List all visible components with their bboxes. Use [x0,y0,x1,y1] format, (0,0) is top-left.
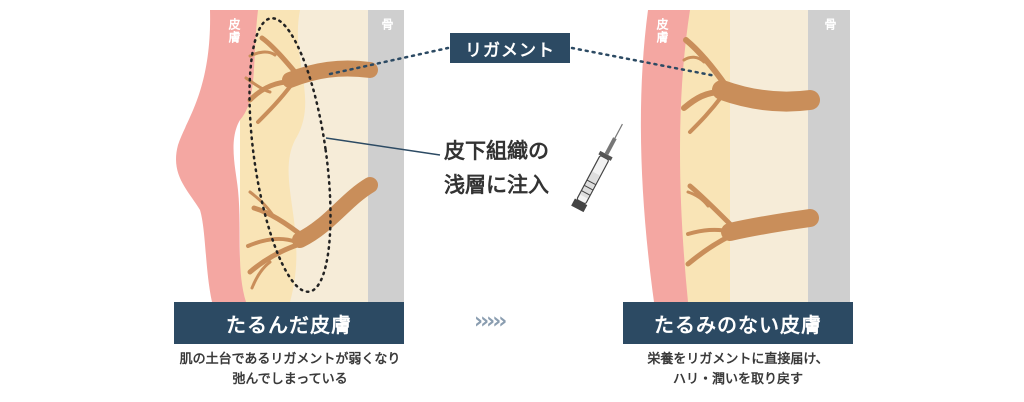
injection-callout-line1: 皮下組織の [444,139,549,163]
ligament-leader-right [570,46,718,78]
left-skin-layer [176,10,258,302]
progress-chevrons: ››››› [474,309,507,334]
right-caption-line1: 栄養をリガメントに直接届け、 [647,352,829,367]
right-ligament-lower [685,183,819,267]
right-tissue-diagram [640,10,850,302]
left-skin-tag: 皮膚 [227,18,241,44]
left-bone-layer [368,10,404,302]
left-bone-tag: 骨 [380,18,394,31]
right-skin-tag: 皮膚 [655,18,669,44]
left-caption: 肌の土台であるリガメントが弱くなり 弛んでしまっている [140,350,440,390]
left-panel-label: たるんだ皮膚 [174,302,404,344]
right-caption: 栄養をリガメントに直接届け、 ハリ・潤いを取り戻す [598,350,878,390]
injection-area-ellipse [248,17,332,293]
left-caption-line1: 肌の土台であるリガメントが弱くなり [179,352,401,367]
ligament-label: リガメント [450,33,570,63]
syringe-icon [571,123,623,213]
right-ligament-upper [681,37,820,134]
right-bone-layer [808,10,850,302]
right-panel-label: たるみのない皮膚 [623,302,853,344]
left-caption-line2: 弛んでしまっている [232,372,348,387]
injection-leader-line [325,137,441,156]
injection-callout-line2: 浅層に注入 [444,173,549,197]
right-bone-tag: 骨 [823,18,837,31]
left-tissue-diagram [176,10,404,302]
injection-callout: 皮下組織の 浅層に注入 [444,134,582,202]
right-skin-layer [640,10,690,302]
right-caption-line2: ハリ・潤いを取り戻す [672,372,803,387]
ligament-leader-left [328,46,450,76]
